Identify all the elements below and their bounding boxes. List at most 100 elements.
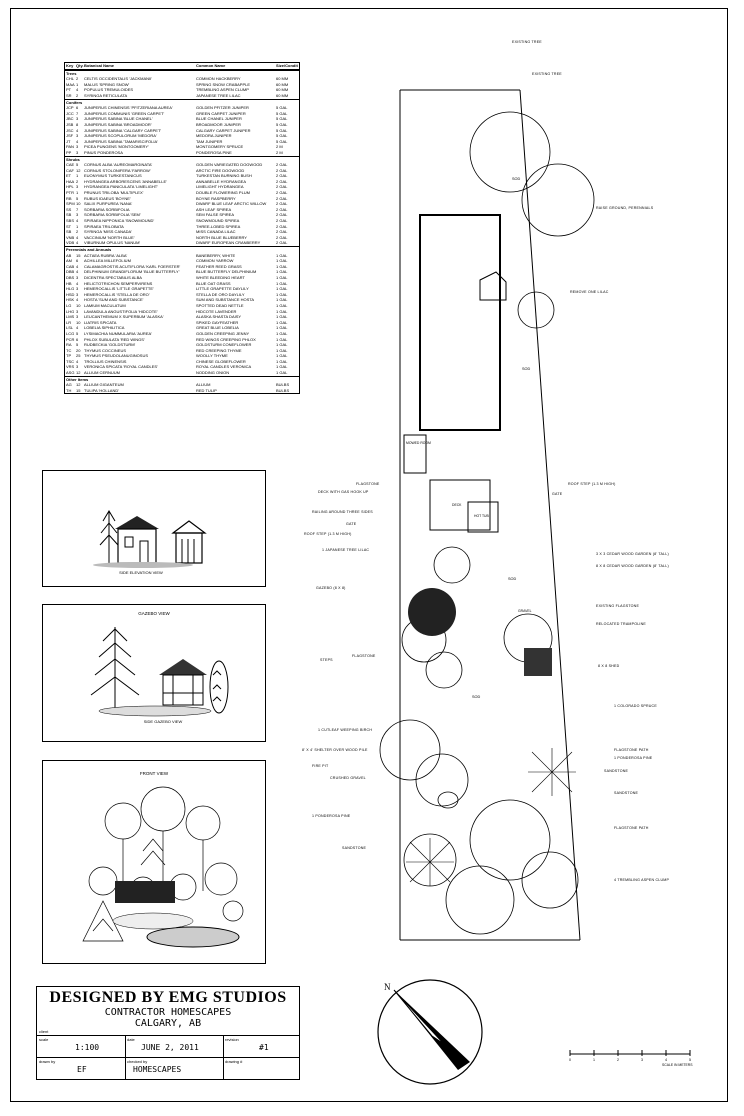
schedule-cell: JUNIPERUS COMMUNIS 'GREEN CARPET' — [84, 110, 165, 116]
plan-callout-right: REMOVE ONE LILAC — [570, 290, 609, 294]
schedule-cell: 2 GAL — [276, 234, 288, 240]
schedule-cell: RED WINGS CREEPING PHLOX — [196, 336, 256, 342]
plan-callout-right: GATE — [552, 492, 563, 496]
schedule-cell: BLUE OAT GRASS — [196, 280, 231, 286]
schedule-cell: DBB — [66, 269, 75, 275]
schedule-cell: LOBELIA SIPHILITICA — [84, 325, 125, 331]
schedule-cell: GREEN CARPET JUNIPER — [196, 110, 246, 116]
schedule-cell: EUONYMUS TURKESTANICUS — [84, 173, 142, 179]
schedule-cell: BULBS — [276, 387, 290, 393]
schedule-cell: DOUBLE FLOWERING PLUM — [196, 190, 251, 196]
schedule-cell: 20 — [76, 347, 81, 353]
schedule-cell: 2 GAL — [276, 206, 288, 212]
schedule-cell: HELICTOTRICHON SEMPERVIRENS — [84, 280, 153, 286]
company-name: DESIGNED BY EMG STUDIOS — [49, 989, 287, 1006]
schedule-cell: THYMUS COCCINEUS — [84, 347, 127, 353]
schedule-cell: 2 M — [276, 149, 283, 155]
schedule-cell: ANNABELLE HYDRANGEA — [196, 178, 247, 184]
plan-callout-left: SANDSTONE — [342, 846, 367, 850]
schedule-cell: RED TULIP — [196, 387, 217, 393]
schedule-cell: BROADMOOR JUNIPER — [196, 121, 241, 127]
schedule-cell: SALIX PURPUREA 'NANA' — [84, 201, 133, 207]
schedule-cell: 1 GAL — [276, 280, 288, 286]
schedule-cell: HSK — [66, 297, 75, 303]
schedule-header-cell: Common Name — [196, 63, 226, 68]
schedule-cell: JUNIPERUS SCOPULORUM 'MEDORA' — [84, 133, 157, 139]
schedule-cell: SPM — [66, 201, 75, 207]
schedule-cell: SB — [66, 229, 72, 235]
north-label: N — [384, 982, 391, 992]
schedule-cell: 3 — [76, 133, 79, 139]
schedule-cell: 2 GAL — [276, 184, 288, 190]
schedule-cell: HLG — [66, 286, 75, 292]
schedule-cell: 2 GAL — [276, 173, 288, 179]
north-arrow: N — [377, 979, 483, 1085]
schedule-cell: SORBARIA SORBIFOLIA 'SEM' — [84, 212, 141, 218]
plan-callout-left: 1 JAPANESE TREE LILAC — [322, 548, 370, 552]
schedule-cell: 2 GAL — [276, 212, 288, 218]
schedule-cell: SS — [66, 206, 72, 212]
schedule-cell: 1 GAL — [276, 274, 288, 280]
schedule-cell: 2 GAL — [276, 195, 288, 201]
schedule-cell: FEATHER REED GRASS — [196, 263, 242, 269]
schedule-cell: SORBARIA SORBIFOLIA — [84, 206, 130, 212]
schedule-cell: SPIRAEA NIPPONICA 'SNOWMOUND' — [84, 218, 155, 224]
schedule-cell: CAE — [66, 162, 75, 168]
plan-callout-left: RAILING AROUND THREE SIDES — [312, 510, 373, 514]
schedule-cell: LYSIMACHIA NUMMULARIA 'AUREA' — [84, 330, 152, 336]
schedule-cell: JSC — [66, 127, 74, 133]
schedule-cell: VERONICA SPICATA 'ROYAL CANDLES' — [84, 364, 158, 370]
drawing-sheet — [10, 8, 728, 1102]
schedule-cell: SBS — [66, 218, 75, 224]
plan-callout-left: FIRE PIT — [312, 764, 329, 768]
front-view-illustration: FRONT VIEW — [82, 771, 244, 948]
schedule-cell: 5 — [76, 330, 79, 336]
sod-label-main: SOD — [472, 695, 480, 699]
sod-label-low: SOD — [508, 577, 516, 581]
schedule-cell: ALLIUM — [196, 382, 211, 388]
side-elevation-illustration: SIDE ELEVATION VIEW — [93, 510, 207, 575]
schedule-cell: LMS — [66, 314, 75, 320]
schedule-cell: 3 — [76, 291, 79, 297]
schedule-cell: 7 — [76, 206, 79, 212]
schedule-cell: TP — [66, 353, 72, 359]
plan-callout-right: ROOF STEP (1.3 M HIGH) — [568, 482, 616, 486]
schedule-section-title: Trees — [65, 69, 299, 77]
scale-tick-label: 1 — [593, 1058, 595, 1062]
scale-value: 1:100 — [75, 1043, 100, 1052]
schedule-cell: GOLDSTURM CONEFLOWER — [196, 342, 252, 348]
schedule-cell: JUNIPERUS SABINA 'CALGARY CARPET' — [84, 127, 162, 133]
schedule-cell: DICENTRA SPECTABILIS ALBA — [84, 274, 142, 280]
schedule-cell: HPL — [66, 184, 74, 190]
schedule-cell: DELPHINIUM GRANDIFLORUM 'BLUE BUTTERFLY' — [84, 269, 180, 275]
schedule-header-cell: Qty. — [76, 63, 84, 68]
schedule-cell: MISS CANADA LILAC — [196, 229, 236, 235]
schedule-cell: 4 — [76, 218, 79, 224]
plan-callout-right: 8 X 8 SHED — [598, 664, 620, 668]
plan-callout-left: STEPS — [320, 658, 333, 662]
schedule-cell: 6 — [76, 105, 79, 111]
schedule-cell: 1 GAL — [276, 252, 288, 258]
schedule-cell: 1 GAL — [276, 302, 288, 308]
plan-callout-left: CRUSHED GRAVEL — [330, 776, 366, 780]
schedule-cell: 4 — [76, 127, 79, 133]
schedule-cell: JCP — [66, 105, 74, 111]
schedule-cell: 1 GAL — [276, 263, 288, 269]
schedule-cell: 5 GAL — [276, 127, 288, 133]
schedule-cell: RUBUS IDAEUS 'BOYNE' — [84, 195, 131, 201]
